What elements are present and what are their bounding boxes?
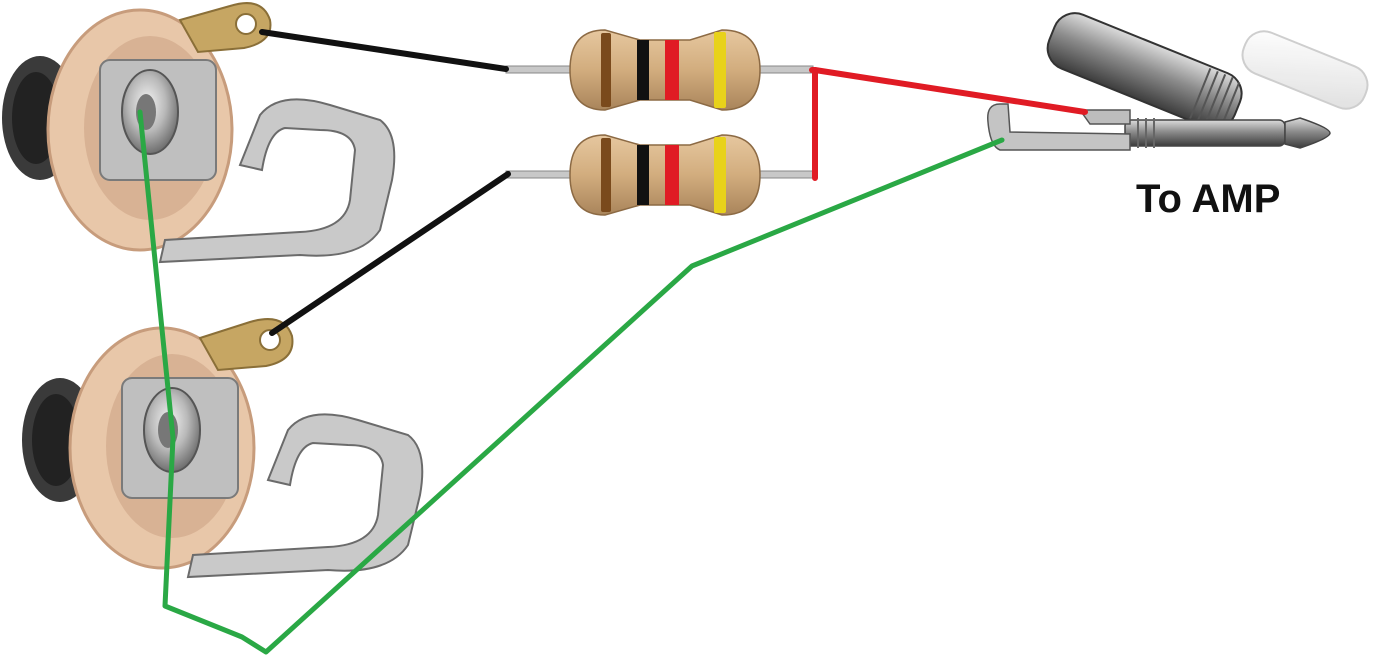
resistor-1-lead-left	[505, 65, 573, 74]
plug-shaft	[1124, 119, 1286, 147]
green-ground-wire	[137, 109, 1005, 655]
input-jack-1	[2, 2, 396, 264]
resistor-2-lead-left	[505, 170, 573, 179]
wires	[137, 29, 1088, 655]
jack-1-sleeve-lug	[178, 2, 272, 54]
plug-clear-sleeve	[1241, 30, 1369, 110]
plug-tip	[1284, 117, 1331, 149]
resistor-1-band-4	[714, 32, 726, 108]
plug-tip-terminal	[1078, 109, 1131, 125]
resistor-1	[505, 29, 814, 111]
jack-2-tip-spring	[186, 413, 424, 579]
to-amp-label: To AMP	[1136, 177, 1280, 221]
black-wire-jack1-to-resistor1	[259, 29, 509, 72]
resistor-2-band-1	[601, 138, 611, 212]
resistor-1-lead-right	[754, 65, 814, 74]
resistor-2-band-4	[714, 137, 726, 213]
plug-sleeve-terminal	[987, 103, 1131, 151]
plug-barrel	[1046, 12, 1243, 130]
input-jack-2	[22, 318, 424, 579]
resistor-1-band-3	[665, 40, 679, 100]
resistor-2	[505, 134, 814, 216]
resistor-2-band-2	[637, 145, 649, 205]
resistor-2-band-3	[665, 145, 679, 205]
black-wire-jack2-to-resistor2	[269, 171, 511, 336]
resistor-1-band-2	[637, 40, 649, 100]
resistor-2-lead-right	[754, 170, 814, 179]
jack-1-tip-spring	[158, 98, 396, 264]
output-plug	[987, 12, 1369, 151]
resistor-1-band-1	[601, 33, 611, 107]
